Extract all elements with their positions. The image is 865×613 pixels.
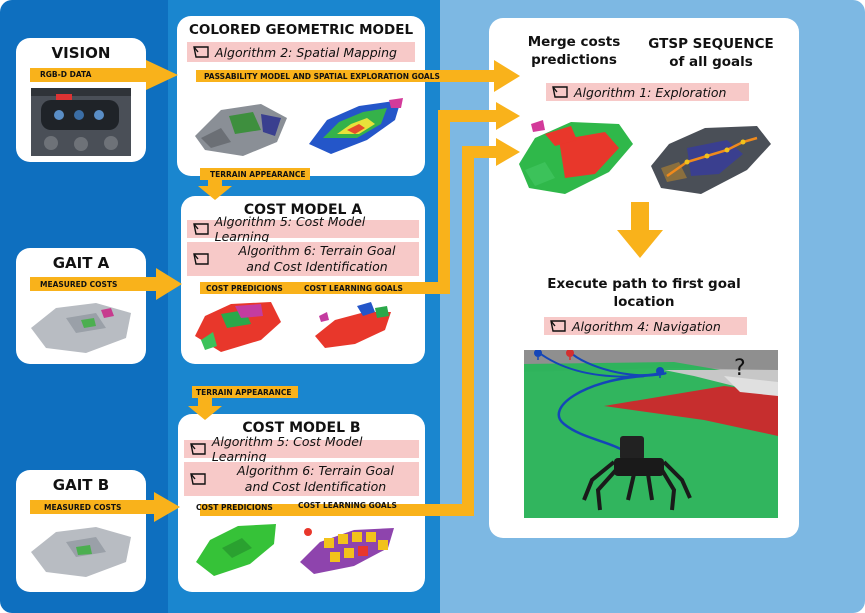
cost-model-a-title: COST MODEL A: [243, 202, 363, 218]
cost-prediction-map-a: [195, 302, 281, 352]
algorithm-5-box-a: Algorithm 5: Cost Model Learning: [187, 214, 419, 244]
algorithm-symbol-icon: [550, 320, 566, 332]
cost-predictions-label-a: COST PREDICIONS: [206, 284, 283, 293]
merge-costs-title-line2: predictions: [531, 52, 617, 68]
cost-model-a-card: COST MODEL A Algorithm 5: Cost Model Lea…: [181, 196, 425, 364]
execute-path-title-line1: Execute path to first goal: [547, 276, 741, 292]
algorithm-6-box-a: Algorithm 6: Terrain Goal and Cost Ident…: [187, 242, 419, 276]
gait-b-card: GAIT B: [16, 470, 146, 592]
algorithm-symbol-icon: [552, 86, 568, 98]
cost-model-b-title: COST MODEL B: [242, 420, 361, 436]
unknown-terrain-mark: ?: [734, 356, 746, 381]
algorithm-6-label-b-line2: and Cost Identification: [244, 479, 387, 494]
algorithm-symbol-icon: [193, 223, 209, 235]
gtsp-title-line1: GTSP SEQUENCE: [648, 36, 774, 52]
goal-marker-icon: [566, 350, 574, 360]
vision-title: VISION: [51, 44, 111, 62]
merge-costs-title-line1: Merge costs: [527, 34, 621, 50]
cost-learning-goals-map-b: [300, 528, 394, 574]
gait-b-terrain-map: [31, 527, 131, 577]
algorithm-2-label: Algorithm 2: Spatial Mapping: [215, 44, 397, 60]
execute-path-title-line2: location: [613, 294, 675, 310]
algorithm-6-label-a-line1: Algorithm 6: Terrain Goal: [238, 243, 396, 258]
terrain-appearance-label-2: TERRAIN APPEARANCE: [196, 388, 292, 397]
gait-a-measured-costs-label: MEASURED COSTS: [40, 280, 118, 289]
algorithm-5-label-b: Algorithm 5: Cost Model Learning: [211, 434, 363, 464]
gait-b-measured-costs-label: MEASURED COSTS: [44, 503, 122, 512]
cost-learning-goals-label-b: COST LEARNING GOALS: [298, 501, 397, 510]
gait-a-terrain-map: [31, 303, 131, 353]
algorithm-6-label-b-line1: Algorithm 6: Terrain Goal: [237, 463, 394, 478]
algorithm-symbol-icon: [190, 473, 206, 485]
algorithm-6-label-a-line2: and Cost Identification: [246, 259, 388, 274]
rgbd-camera-photo: [31, 88, 131, 156]
cost-model-b-card: COST MODEL B Algorithm 5: Cost Model Lea…: [178, 414, 425, 592]
gait-a-card: GAIT A: [16, 248, 146, 364]
cost-learning-goals-map-a: [315, 302, 391, 348]
algorithm-symbol-icon: [193, 46, 209, 58]
exploration-panel: Merge costs predictions GTSP SEQUENCE of…: [489, 18, 799, 538]
vision-card: VISION: [16, 38, 146, 162]
gait-b-title: GAIT B: [52, 476, 110, 494]
algorithm-1-box: Algorithm 1: Exploration: [546, 83, 749, 101]
geometric-model-card: COLORED GEOMETRIC MODEL Algorithm 2: Spa…: [177, 16, 425, 176]
colored-mesh-map: [195, 104, 287, 156]
cost-learning-goals-label-a: COST LEARNING GOALS: [304, 284, 403, 293]
rgbd-data-label: RGB-D DATA: [40, 70, 92, 79]
down-arrow-icon: [617, 202, 663, 258]
gait-a-title: GAIT A: [52, 254, 110, 272]
cost-prediction-map-b: [196, 524, 276, 576]
algorithm-1-label: Algorithm 1: Exploration: [574, 84, 727, 100]
merged-cost-map: [519, 120, 633, 194]
algorithm-symbol-icon: [193, 253, 209, 265]
algorithm-5-box-b: Algorithm 5: Cost Model Learning: [184, 434, 419, 464]
navigation-scene-photo: ?: [524, 350, 778, 518]
algorithm-4-box: Algorithm 4: Navigation: [544, 317, 747, 335]
geometric-model-title: COLORED GEOMETRIC MODEL: [188, 22, 414, 38]
algorithm-4-label: Algorithm 4: Navigation: [572, 318, 721, 334]
algorithm-2-box: Algorithm 2: Spatial Mapping: [187, 42, 415, 62]
gtsp-title-line2: of all goals: [669, 54, 753, 70]
waypoint-marker-icon: [656, 367, 664, 378]
terrain-appearance-label-1: TERRAIN APPEARANCE: [210, 170, 306, 179]
start-marker-icon: [534, 350, 542, 360]
gtsp-sequence-map: [651, 126, 771, 194]
algorithm-symbol-icon: [190, 443, 206, 455]
algorithm-6-box-b: Algorithm 6: Terrain Goal and Cost Ident…: [184, 462, 419, 496]
algorithm-5-label-a: Algorithm 5: Cost Model Learning: [214, 214, 366, 244]
cost-predictions-label-b: COST PREDICIONS: [196, 503, 273, 512]
passability-heat-map: [309, 98, 403, 154]
passability-label: PASSABILITY MODEL AND SPATIAL EXPLORATIO…: [204, 72, 440, 81]
